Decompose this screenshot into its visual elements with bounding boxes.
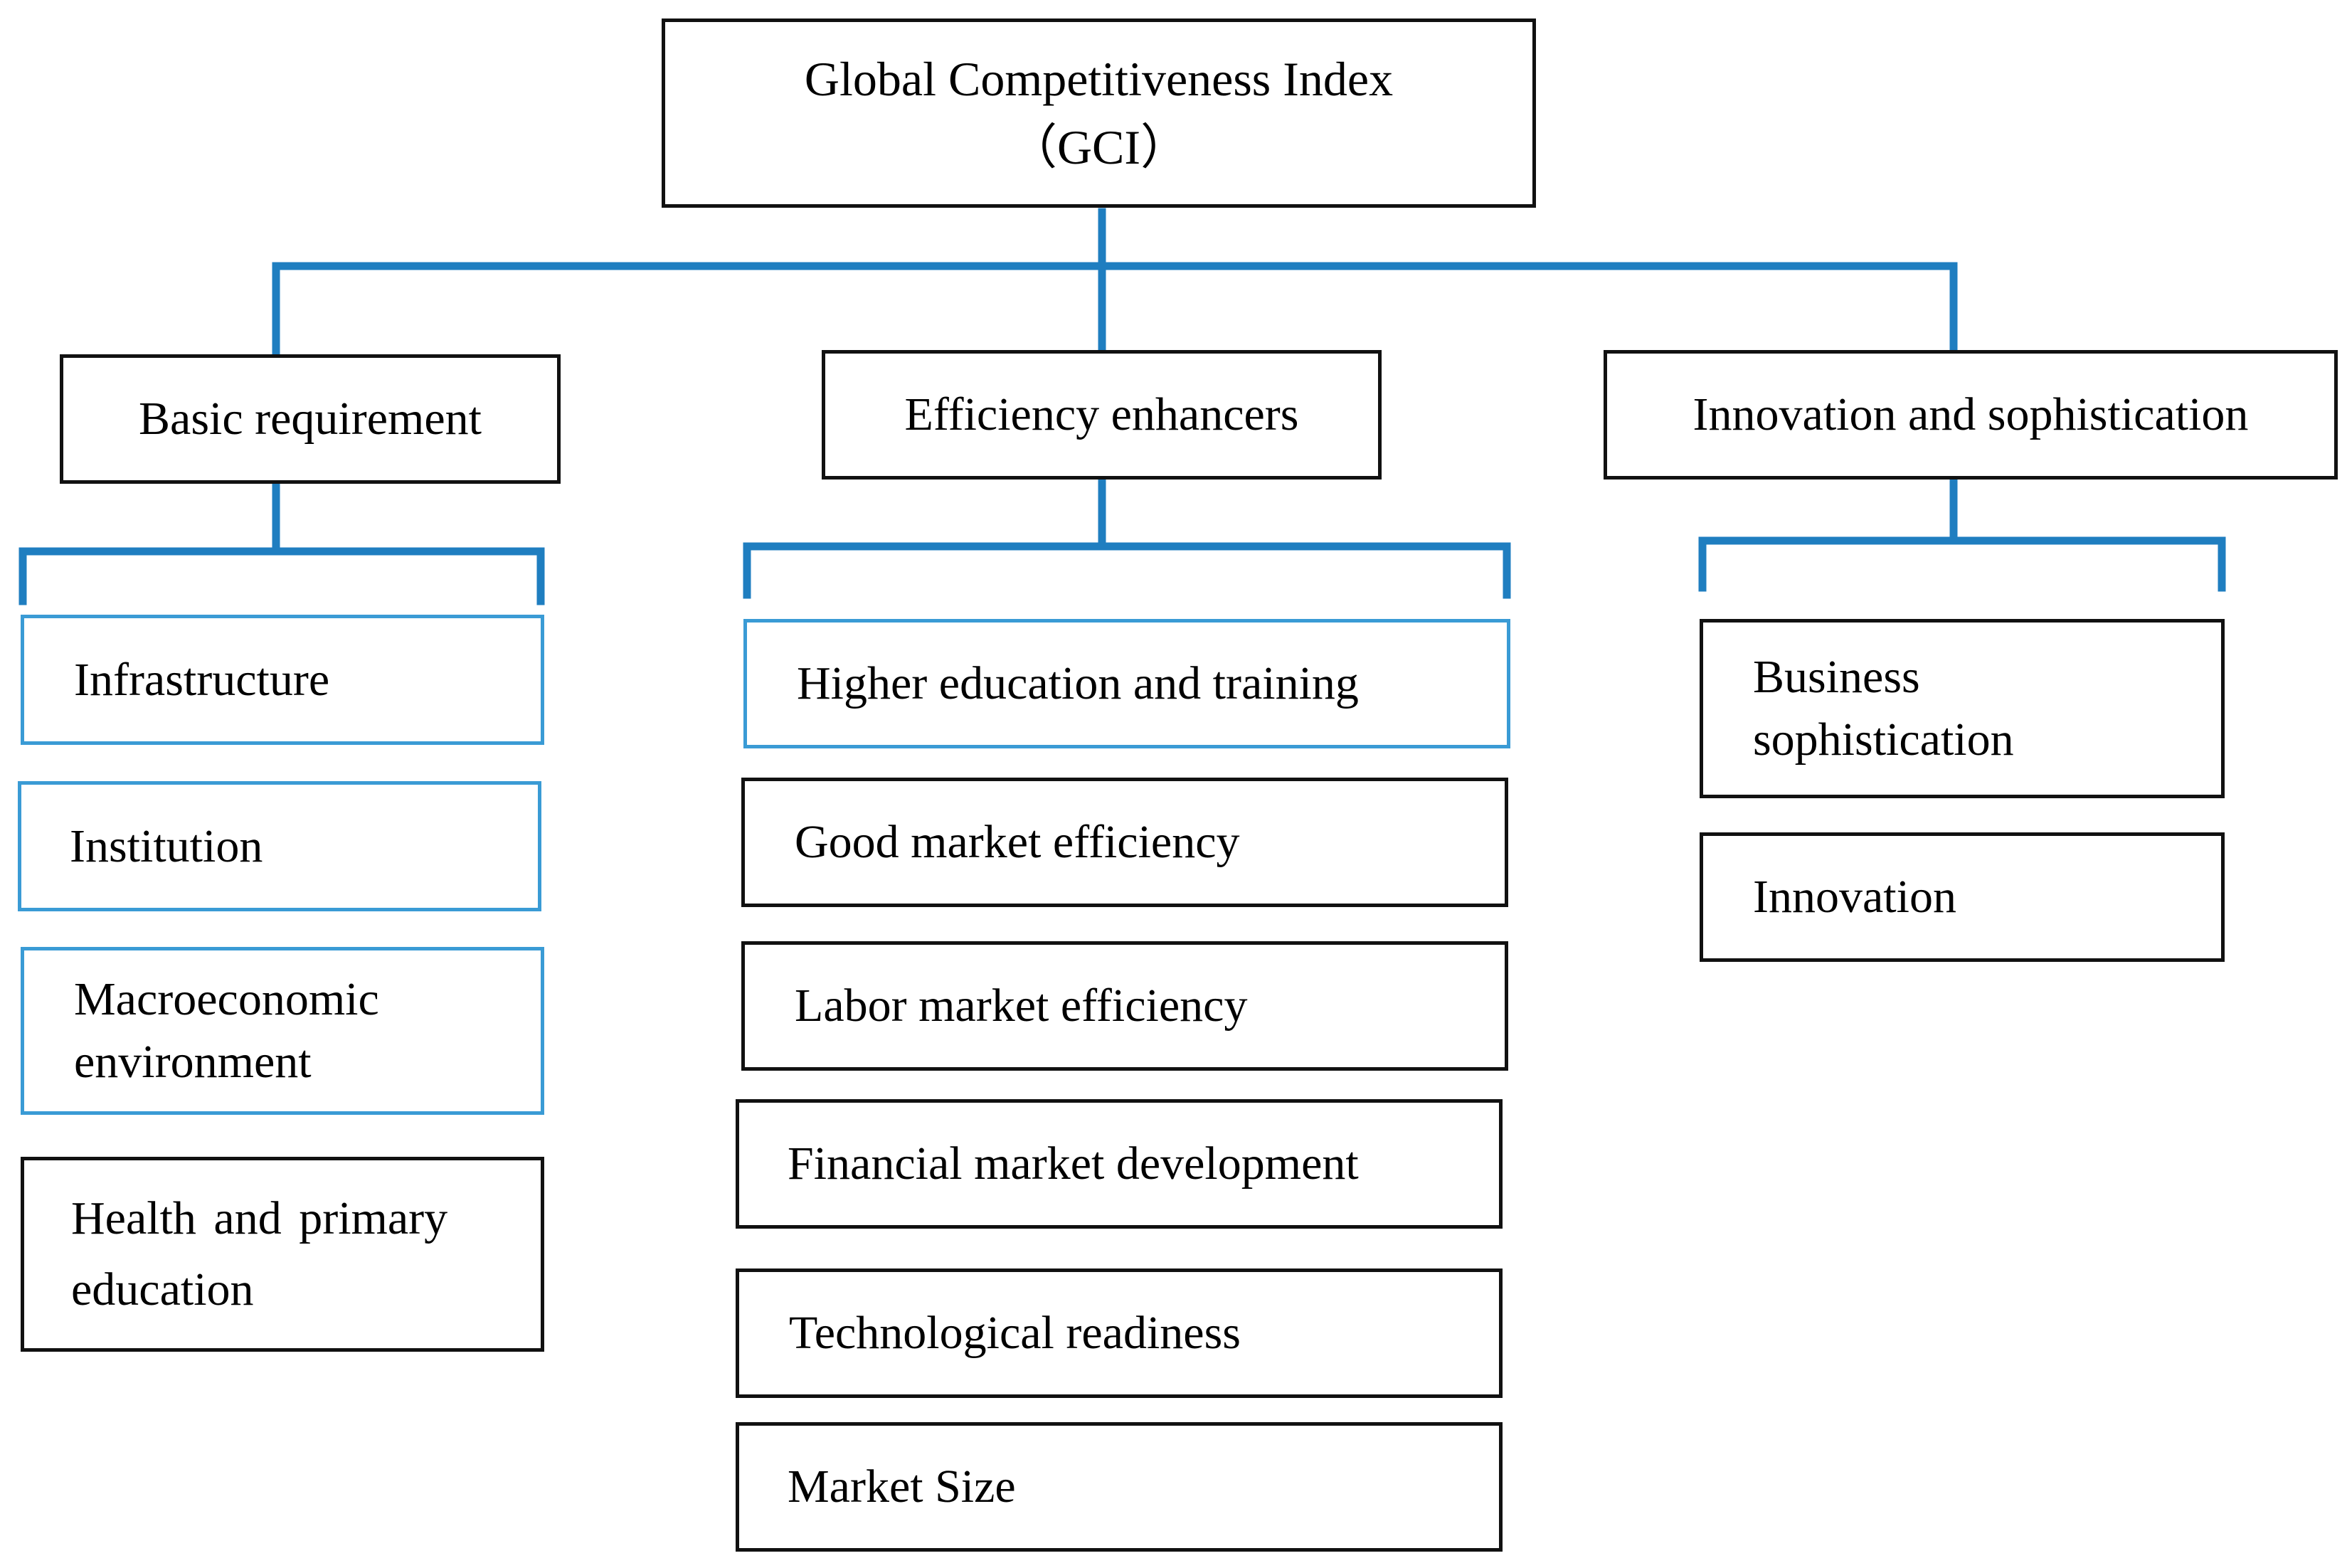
category-node-innovation-sophistication: Innovation and sophistication	[1604, 350, 2338, 480]
category-node-efficiency-enhancers: Efficiency enhancers	[822, 350, 1382, 480]
item-label: Macroeconomic environment	[74, 973, 379, 1088]
item-node-financial-market-development: Financial market development	[736, 1099, 1503, 1229]
item-label: Technological readiness	[789, 1307, 1241, 1359]
item-label: Institution	[70, 820, 263, 872]
root-label: Global Competitiveness Index （GCI）	[804, 52, 1394, 174]
category-label: Efficiency enhancers	[904, 388, 1299, 440]
item-label: Business sophistication	[1753, 651, 2014, 766]
item-label: Higher education and training	[797, 657, 1359, 709]
item-node-labor-market-efficiency: Labor market efficiency	[741, 941, 1508, 1071]
item-node-market-size: Market Size	[736, 1422, 1503, 1552]
item-node-infrastructure: Infrastructure	[21, 615, 544, 745]
item-node-higher-education-training: Higher education and training	[743, 619, 1510, 748]
item-label: Financial market development	[788, 1138, 1359, 1190]
item-label: Labor market efficiency	[795, 980, 1248, 1032]
item-node-good-market-efficiency: Good market efficiency	[741, 778, 1508, 907]
item-label: Market Size	[788, 1461, 1016, 1513]
item-node-health-primary-education: Health and primary education	[21, 1157, 544, 1352]
item-label: Good market efficiency	[795, 816, 1240, 868]
category-label: Innovation and sophistication	[1692, 388, 2249, 440]
category-node-basic-requirement: Basic requirement	[60, 354, 561, 484]
item-node-technological-readiness: Technological readiness	[736, 1268, 1503, 1398]
item-node-innovation: Innovation	[1700, 832, 2225, 962]
root-node-gci: Global Competitiveness Index （GCI）	[662, 18, 1536, 208]
item-node-macroeconomic-environment: Macroeconomic environment	[21, 947, 544, 1115]
item-label: Infrastructure	[74, 653, 330, 706]
category-label: Basic requirement	[139, 393, 482, 445]
item-node-institution: Institution	[18, 781, 541, 911]
item-label: Health and primary education	[71, 1192, 448, 1315]
item-node-business-sophistication: Business sophistication	[1700, 619, 2225, 798]
item-label: Innovation	[1753, 871, 1956, 923]
